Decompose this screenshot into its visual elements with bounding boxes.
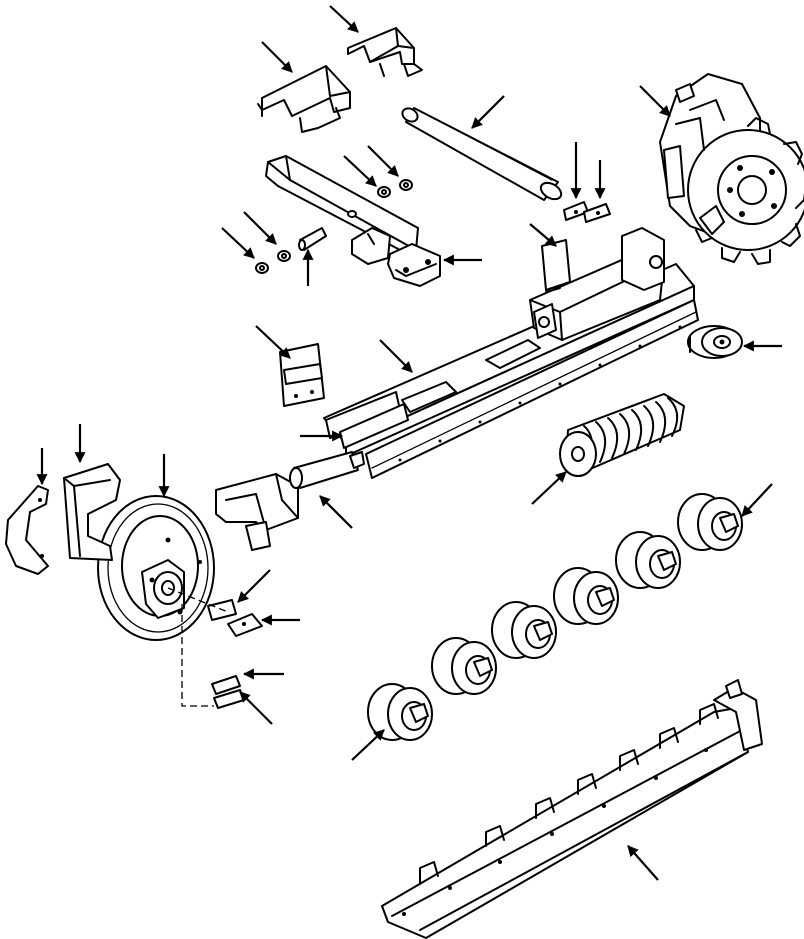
callout-arrow [741, 483, 773, 517]
callout-arrow [239, 691, 273, 725]
shield-left-icon [257, 65, 351, 133]
callout-arrow [243, 211, 277, 245]
callout-arrow [343, 155, 377, 187]
nuts-bolts-icon [255, 179, 413, 274]
callout-arrow [379, 339, 413, 373]
guide-plate-icon [279, 343, 325, 407]
drive-sprocket-icon [659, 73, 804, 265]
callout-arrow [319, 495, 353, 529]
callout-arrow [639, 85, 671, 117]
idler-guards-icon [5, 463, 121, 575]
callout-arrow [255, 325, 291, 359]
carrier-roller-icon [687, 325, 743, 359]
callout-arrow [529, 223, 557, 247]
callout-arrow [367, 145, 399, 177]
callout-arrow [471, 95, 505, 129]
idler-yoke-icon [215, 451, 365, 551]
clip-plates-icon [563, 201, 611, 223]
pivot-shaft-icon [401, 107, 563, 201]
callout-arrow [531, 471, 567, 505]
frame-arm-icon [265, 155, 441, 287]
front-idler-icon [97, 495, 215, 641]
callout-arrow [351, 729, 385, 761]
callout-arrow [627, 845, 659, 881]
track-rollers-icon [367, 493, 743, 741]
idler-brackets-icon [207, 599, 263, 709]
recoil-spring-icon [559, 393, 685, 477]
callout-arrow [261, 41, 293, 73]
shield-right-icon [347, 27, 423, 77]
track-frame-icon [323, 227, 699, 479]
rock-guard-icon [381, 679, 763, 939]
callout-arrow [329, 5, 359, 33]
callout-arrow [221, 227, 255, 259]
callout-arrows [36, 5, 782, 881]
callout-arrow [237, 569, 271, 603]
